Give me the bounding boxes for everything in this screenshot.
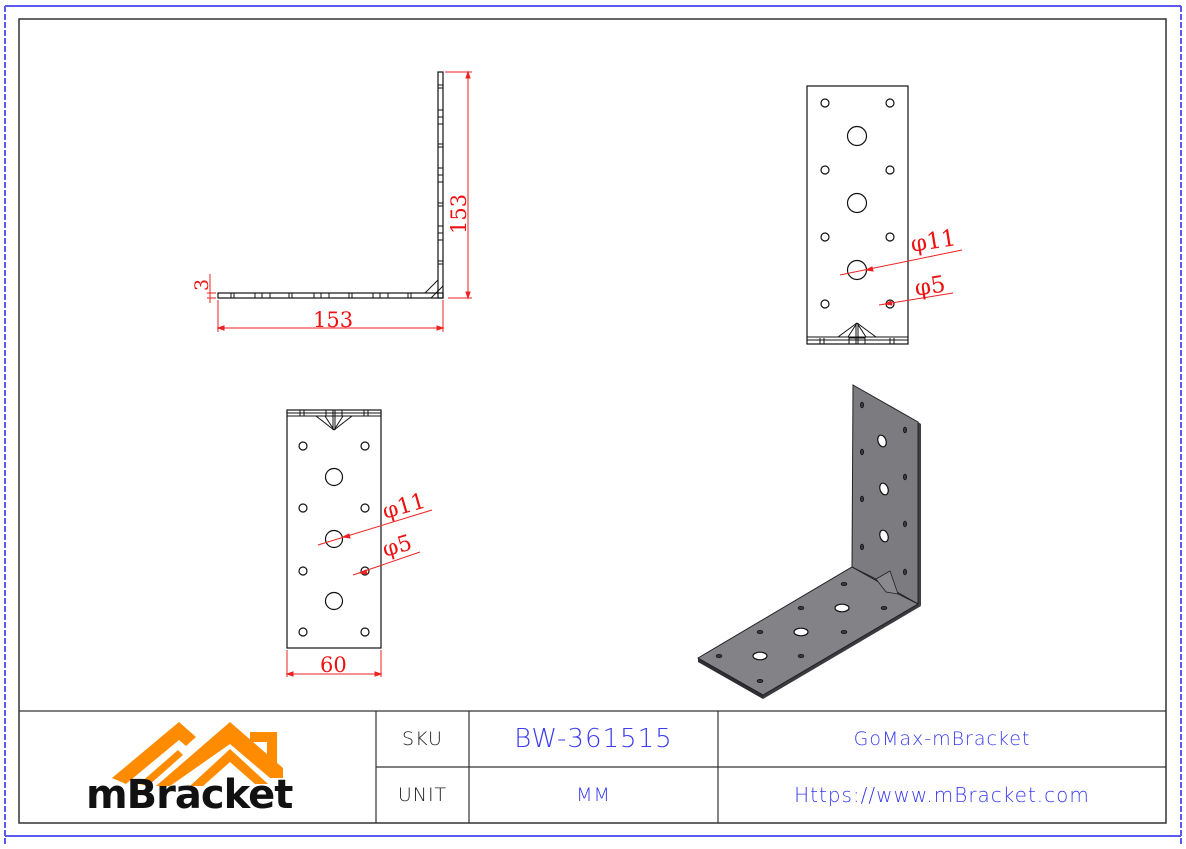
front-view-bottom-left: [286, 409, 382, 649]
sku-label: SKU: [402, 728, 443, 750]
side-width-dim-text: 153: [313, 308, 353, 332]
isometric-view: [697, 384, 921, 699]
front-view-top-right: [806, 85, 909, 345]
side-view: [217, 71, 444, 299]
small-holes: [298, 441, 370, 637]
website-link[interactable]: Https://www.mBracket.com: [794, 783, 1090, 807]
side-height-dim-text: 153: [447, 194, 471, 234]
side-thickness-dim-text: 3: [191, 279, 213, 291]
title-block: [19, 710, 1166, 823]
inner-border: [18, 18, 1167, 824]
mbracket-logo-icon: [112, 722, 283, 786]
unit-label: UNIT: [397, 784, 448, 806]
large-holes: [324, 467, 344, 611]
top-right-small-hole-dim: φ5: [913, 271, 947, 301]
bottom-left-width-dim: 60: [320, 653, 347, 677]
small-holes: [820, 98, 895, 309]
top-right-large-hole-dim: φ11: [909, 225, 958, 258]
bottom-left-large-hole-dim: φ11: [380, 489, 429, 525]
front-view-top-right-leaders: [839, 249, 963, 306]
brand-logo-text: mBracket: [86, 772, 293, 818]
bottom-left-small-hole-dim: φ5: [380, 531, 415, 563]
sku-value: BW-361515: [514, 724, 673, 754]
unit-value: MM: [576, 784, 611, 806]
front-view-bottom-left-dimensions: [285, 509, 433, 677]
product-name: GoMax-mBracket: [853, 728, 1031, 750]
large-holes: [846, 125, 868, 281]
side-view-dimensions: [207, 70, 472, 332]
